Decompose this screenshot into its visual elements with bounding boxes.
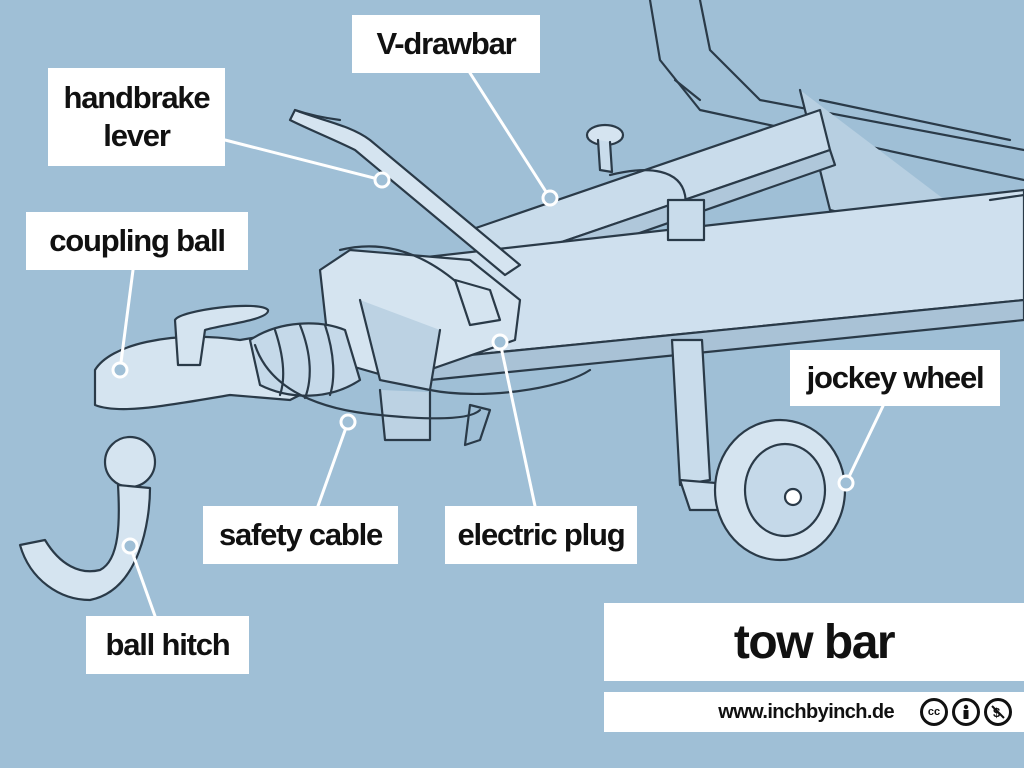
label-coupling-ball-text: coupling ball — [49, 223, 226, 258]
label-ball-hitch-text: ball hitch — [105, 627, 230, 662]
label-v-drawbar: V-drawbar — [352, 15, 540, 73]
label-handbrake-line2: lever — [103, 118, 171, 153]
jockey-clamp — [585, 123, 706, 242]
nc-icon: $ — [984, 698, 1012, 726]
label-electric-plug-text: electric plug — [457, 517, 625, 552]
by-icon — [952, 698, 980, 726]
ball-hitch-drawing — [18, 435, 157, 602]
safety-cable-drawing — [253, 343, 592, 447]
credit-url[interactable]: www.inchbyinch.de — [718, 700, 894, 723]
label-electric-plug: electric plug — [445, 506, 637, 564]
leader-lines — [118, 71, 885, 618]
coupling-head-drawing — [93, 304, 362, 411]
handbrake-lever — [288, 108, 522, 277]
label-safety-cable-text: safety cable — [218, 517, 383, 552]
label-coupling-ball: coupling ball — [26, 212, 248, 270]
label-ball-hitch: ball hitch — [86, 616, 249, 674]
electric-plug-drawing — [338, 245, 502, 327]
label-jockey-wheel: jockey wheel — [790, 350, 1000, 406]
label-handbrake-line1: handbrake — [63, 80, 211, 115]
label-jockey-wheel-text: jockey wheel — [806, 360, 985, 395]
cc-icon: cc — [920, 698, 948, 726]
svg-text:$: $ — [993, 705, 1001, 720]
leader-dots — [111, 171, 855, 555]
label-v-drawbar-text: V-drawbar — [376, 26, 516, 61]
label-safety-cable: safety cable — [203, 506, 398, 564]
label-handbrake-lever: handbrake lever — [48, 68, 225, 166]
credit-bar: www.inchbyinch.de cc $ — [604, 692, 1024, 732]
diagram-title: tow bar — [604, 603, 1024, 681]
